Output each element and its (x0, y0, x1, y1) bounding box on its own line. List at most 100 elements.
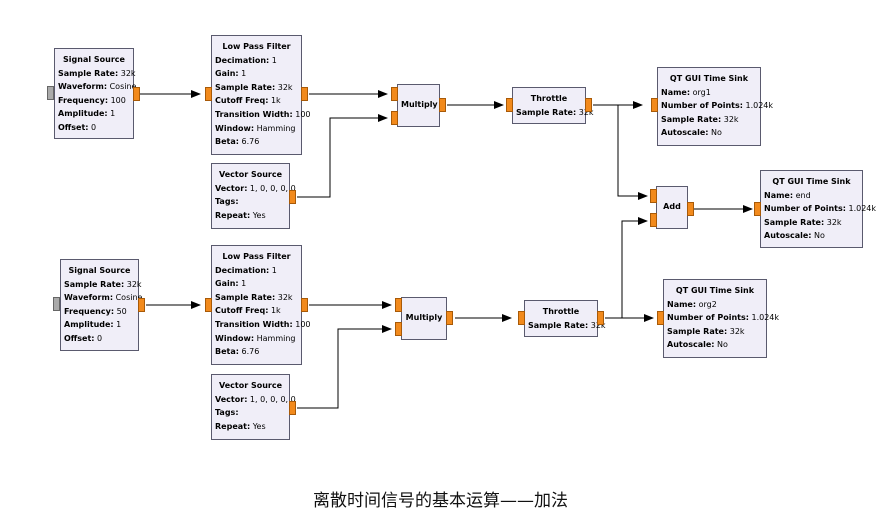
multiply-1-out-port[interactable] (439, 98, 446, 112)
param-value: 1 (113, 320, 122, 330)
time-sink-end-in-port[interactable] (754, 202, 761, 216)
time-sink-org1-in-port[interactable] (651, 98, 658, 112)
param-key: Beta: (215, 137, 239, 147)
param-value: No (708, 128, 722, 138)
param-key: Number of Points: (667, 313, 749, 323)
low-pass-filter-1-out-port[interactable] (301, 87, 308, 101)
block-param-row: Transition Width: 100 (215, 318, 311, 332)
signal-source-2-gray-port (53, 297, 60, 311)
param-value: 32k (576, 107, 594, 117)
signal-source-1-out-port[interactable] (133, 87, 140, 101)
param-value: 1 (238, 279, 247, 289)
block-title: Signal Source (63, 55, 125, 64)
low-pass-filter-1-in-port[interactable] (205, 87, 212, 101)
multiply-1-in0-port[interactable] (391, 87, 398, 101)
block-param-row: Amplitude: 1 (58, 107, 130, 121)
param-key: Name: (667, 299, 697, 309)
param-key: Waveform: (64, 293, 114, 303)
param-key: Name: (661, 87, 691, 97)
param-value: 32k (118, 68, 136, 78)
param-value: 1 (107, 109, 116, 119)
param-key: Sample Rate: (667, 326, 728, 336)
wire-vec1-mul1 (297, 114, 388, 198)
param-key: Number of Points: (764, 204, 846, 214)
add-in1-port[interactable] (650, 213, 657, 227)
add-block[interactable]: Add (656, 186, 688, 229)
param-key: Frequency: (58, 95, 109, 105)
multiply-2-block[interactable]: Multiply (401, 297, 447, 340)
param-value: 1.024k (748, 313, 780, 323)
figure-caption: 离散时间信号的基本运算——加法 (313, 491, 568, 511)
param-value: Yes (250, 421, 266, 431)
throttle-2-in-port[interactable] (518, 311, 525, 325)
low-pass-filter-2-in-port[interactable] (205, 298, 212, 312)
param-value: 1 (269, 55, 277, 65)
param-value: 1k (268, 306, 281, 316)
wire-thr2-add (605, 217, 648, 319)
add-in0-port[interactable] (650, 189, 657, 203)
multiply-2-in0-port[interactable] (395, 298, 402, 312)
param-key: Vector: (215, 394, 248, 404)
throttle-1-out-port[interactable] (585, 98, 592, 112)
param-key: Sample Rate: (58, 68, 119, 78)
block-param-row: Amplitude: 1 (64, 318, 135, 332)
time-sink-org2-in-port[interactable] (657, 311, 664, 325)
param-value: Yes (250, 210, 266, 220)
block-title: Low Pass Filter (222, 42, 291, 51)
param-key: Sample Rate: (516, 107, 577, 117)
param-key: Transition Width: (215, 109, 293, 119)
vector-source-2-out-port[interactable] (289, 401, 296, 415)
block-param-row: Window: Hamming (215, 122, 298, 136)
param-key: Beta: (215, 347, 239, 357)
multiply-2-in1-port[interactable] (395, 322, 402, 336)
block-param-row: Name: org1 (661, 86, 757, 100)
param-value: 1 (269, 265, 277, 275)
param-value: Hamming (254, 333, 296, 343)
param-key: Sample Rate: (64, 279, 125, 289)
param-key: Number of Points: (661, 101, 743, 111)
param-value: 32k (721, 114, 739, 124)
block-param-row: Autoscale: No (764, 229, 859, 243)
param-key: Repeat: (215, 210, 251, 220)
block-title: QT GUI Time Sink (675, 286, 755, 295)
block-param-row: Waveform: Cosine (58, 80, 136, 94)
block-title: Vector Source (218, 381, 283, 390)
vector-source-1-out-port[interactable] (289, 190, 296, 204)
multiply-2-out-port[interactable] (446, 311, 453, 325)
multiply-1-block[interactable]: Multiply (397, 84, 440, 127)
param-value: org1 (690, 87, 711, 97)
block-param-row: Gain: 1 (215, 67, 298, 81)
param-key: Sample Rate: (764, 217, 825, 227)
block-param-row: Tags: (215, 406, 286, 420)
param-value: 50 (114, 306, 127, 316)
block-title: Add (663, 202, 681, 211)
param-value: 0 (94, 333, 103, 343)
signal-source-2-out-port[interactable] (138, 298, 145, 312)
block-param-row: Sample Rate: 32k (215, 291, 298, 305)
add-out-port[interactable] (687, 202, 694, 216)
block-title: Low Pass Filter (222, 252, 291, 261)
throttle-1-in-port[interactable] (506, 98, 513, 112)
throttle-2-out-port[interactable] (597, 311, 604, 325)
low-pass-filter-2-out-port[interactable] (301, 298, 308, 312)
block-param-row: Name: org2 (667, 298, 763, 312)
param-key: Transition Width: (215, 319, 293, 329)
block-param-row: Offset: 0 (64, 332, 135, 346)
block-param-row: Tags: (215, 195, 286, 209)
multiply-1-in1-port[interactable] (391, 111, 398, 125)
block-param-row: Vector: 1, 0, 0, 0, 0 (215, 182, 296, 196)
param-key: Autoscale: (764, 231, 812, 241)
block-param-row: Repeat: Yes (215, 209, 286, 223)
